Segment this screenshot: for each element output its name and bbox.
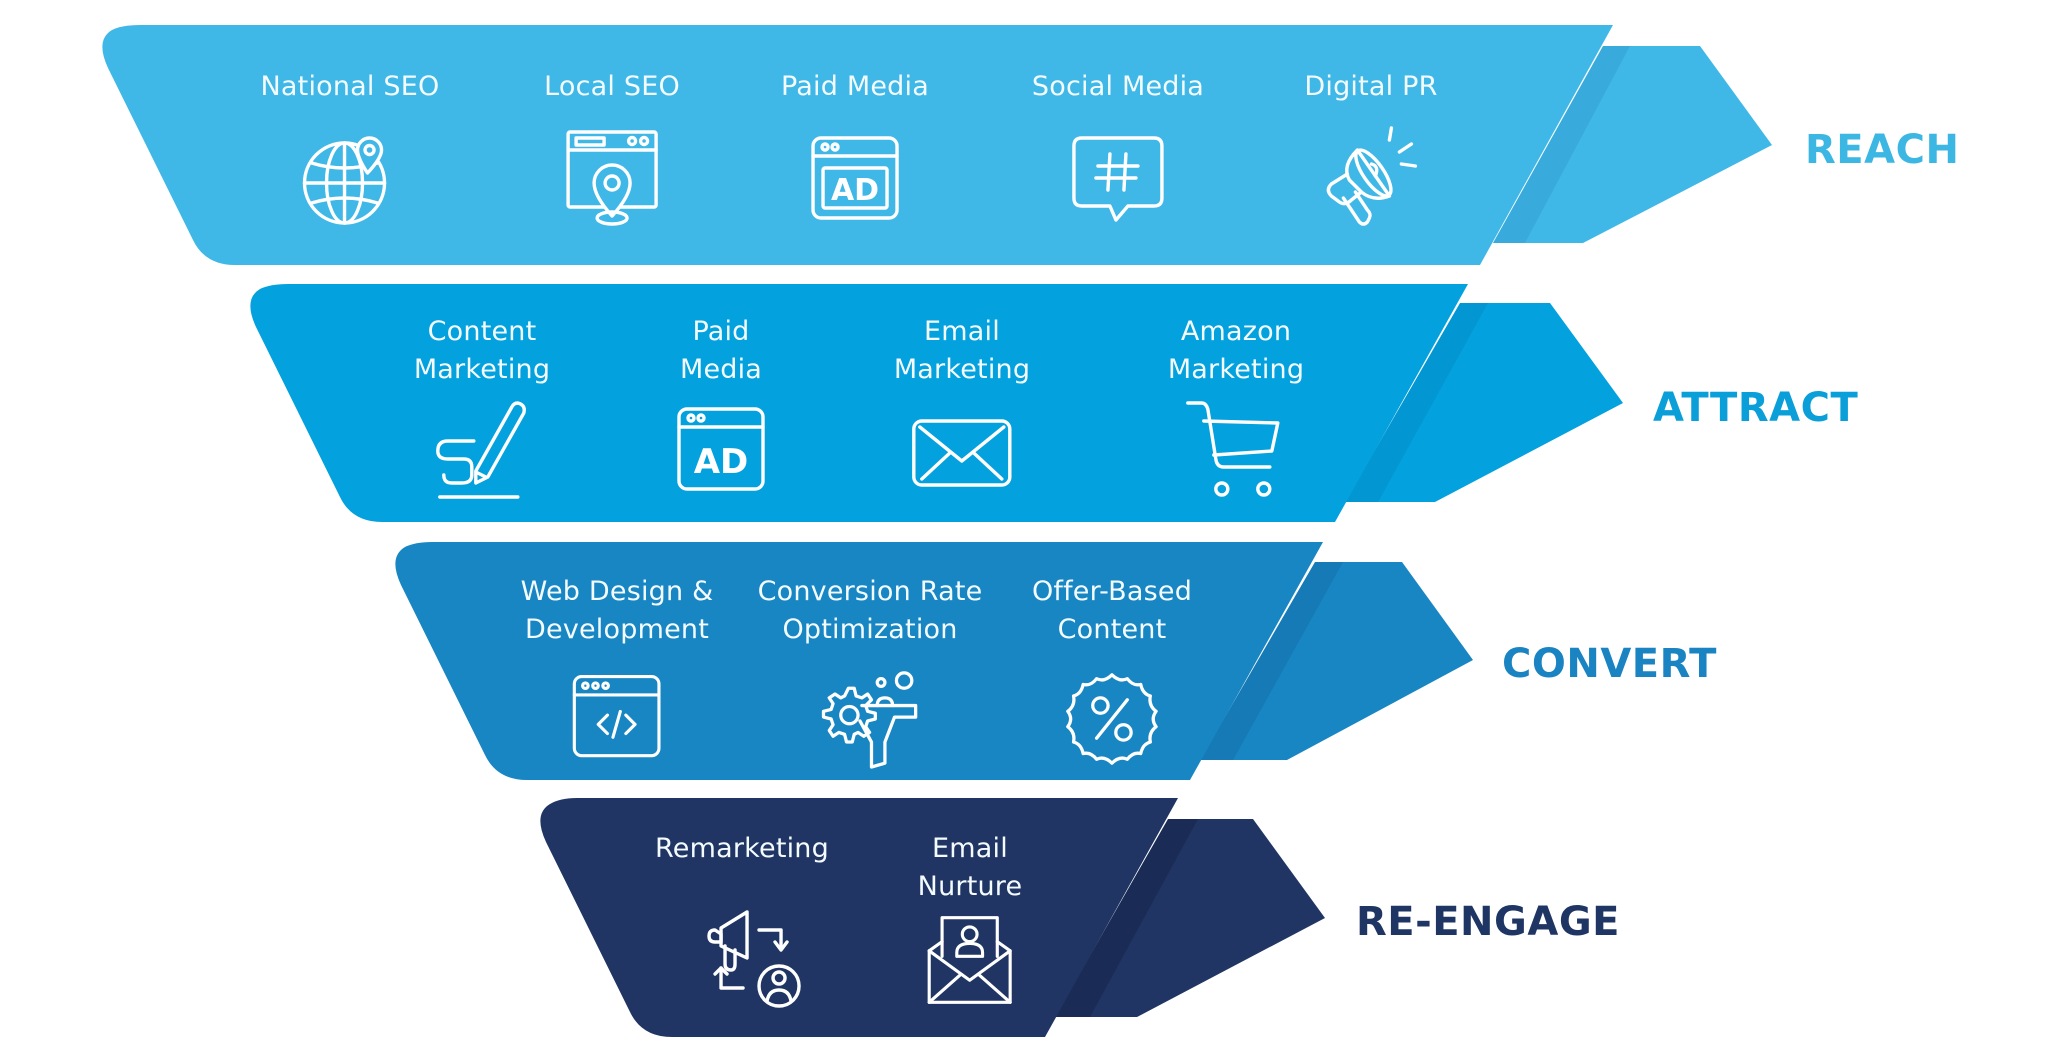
envelope-user-icon bbox=[924, 914, 1016, 1006]
convert-item-cro: Conversion Rate Optimization bbox=[757, 573, 983, 769]
item-label: Email Nurture bbox=[917, 833, 1023, 902]
band-attract bbox=[250, 284, 1623, 522]
convert-item-offer-based: Offer-Based Content bbox=[1032, 573, 1192, 767]
item-label: Remarketing bbox=[655, 833, 829, 864]
item-label: Digital PR bbox=[1304, 71, 1438, 102]
megaphone-user-cycle-icon bbox=[707, 906, 807, 1008]
band-reengage-fold bbox=[1055, 819, 1325, 1017]
envelope-icon bbox=[912, 399, 1012, 499]
gear-funnel-icon bbox=[822, 671, 918, 769]
globe-location-icon bbox=[300, 128, 400, 228]
item-label: National SEO bbox=[260, 71, 440, 102]
pen-writing-icon bbox=[432, 399, 532, 499]
band-reach bbox=[102, 25, 1772, 265]
item-label: Paid Media bbox=[781, 71, 929, 102]
browser-ad-icon: AD bbox=[671, 399, 771, 499]
convert-item-web-design: Web Design & Development bbox=[521, 573, 714, 763]
stage-label-reach: REACH bbox=[1805, 127, 1960, 173]
item-label: Web Design & Development bbox=[520, 576, 714, 645]
attract-item-content-marketing: Content Marketing bbox=[414, 313, 550, 499]
reach-item-paid-media: Paid Media AD bbox=[781, 68, 929, 228]
band-convert-body bbox=[395, 542, 1323, 780]
item-label: Email Marketing bbox=[893, 316, 1031, 385]
stage-label-reengage: RE-ENGAGE bbox=[1356, 899, 1620, 945]
band-attract-fold bbox=[1345, 303, 1623, 502]
band-attract-body bbox=[250, 284, 1468, 522]
shopping-cart-icon bbox=[1186, 399, 1286, 499]
attract-item-email-marketing: Email Marketing bbox=[894, 313, 1030, 499]
item-label: Amazon Marketing bbox=[1167, 316, 1305, 385]
band-convert-fold bbox=[1200, 562, 1473, 760]
svg-text:AD: AD bbox=[831, 173, 879, 208]
item-label: Social Media bbox=[1031, 71, 1205, 102]
attract-item-paid-media: Paid Media AD bbox=[671, 313, 771, 499]
band-reach-fold-shadow bbox=[1493, 46, 1630, 243]
band-reengage-fold-shadow bbox=[1055, 819, 1198, 1017]
megaphone-icon bbox=[1321, 122, 1421, 226]
item-label: Local SEO bbox=[544, 71, 680, 102]
item-label: Content Marketing bbox=[413, 316, 551, 385]
item-label: Paid Media bbox=[679, 316, 763, 385]
attract-item-amazon-marketing: Amazon Marketing bbox=[1168, 313, 1304, 499]
svg-text:AD: AD bbox=[694, 442, 749, 482]
reach-item-social-media: Social Media bbox=[1032, 68, 1204, 228]
reach-item-digital-pr: Digital PR bbox=[1304, 68, 1438, 226]
band-convert-fold-shadow bbox=[1200, 562, 1343, 760]
item-label: Offer-Based Content bbox=[1031, 576, 1193, 645]
browser-location-pin-icon bbox=[562, 128, 662, 228]
band-reach-fold bbox=[1493, 46, 1772, 243]
band-reengage bbox=[540, 798, 1325, 1037]
band-reengage-body bbox=[540, 798, 1178, 1037]
browser-code-icon bbox=[571, 671, 663, 763]
stage-label-convert: CONVERT bbox=[1502, 641, 1717, 687]
reengage-item-email-nurture: Email Nurture bbox=[918, 830, 1023, 1006]
browser-ad-icon: AD bbox=[805, 128, 905, 228]
item-label: Conversion Rate Optimization bbox=[757, 576, 983, 645]
reengage-item-remarketing: Remarketing bbox=[655, 830, 829, 1008]
stage-label-attract: ATTRACT bbox=[1653, 385, 1859, 431]
band-attract-fold-shadow bbox=[1345, 303, 1488, 502]
reach-item-local-seo: Local SEO bbox=[544, 68, 680, 228]
reach-item-national-seo: National SEO bbox=[261, 68, 440, 228]
band-convert bbox=[395, 542, 1473, 780]
discount-badge-icon bbox=[1064, 671, 1160, 767]
chat-hashtag-icon bbox=[1068, 128, 1168, 228]
band-reach-body bbox=[102, 25, 1613, 265]
